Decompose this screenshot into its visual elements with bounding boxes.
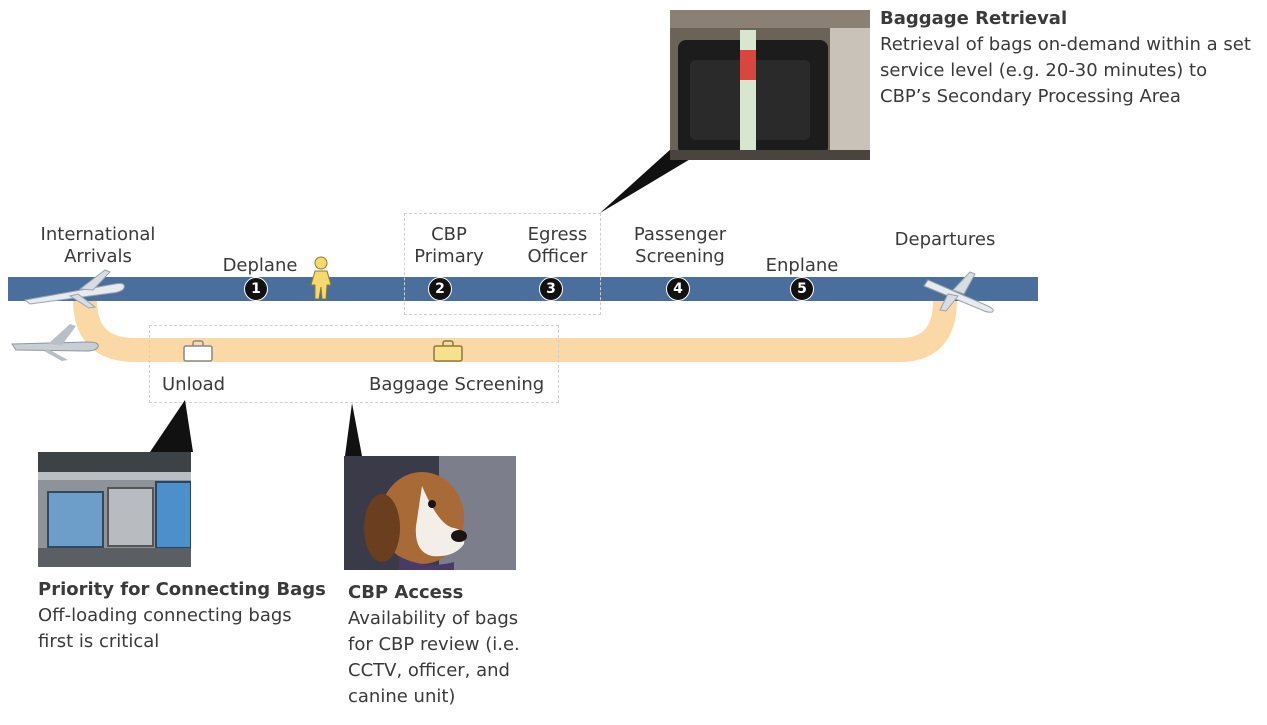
step-2-badge: 2 — [428, 277, 452, 301]
unload-label: Unload — [162, 374, 226, 395]
cbp-access-body: Availability of bags for CBP review (i.e… — [348, 608, 520, 707]
step-4-badge: 4 — [666, 277, 690, 301]
step-2-label: CBP Primary — [414, 224, 484, 267]
step-5-label: Enplane — [765, 255, 839, 276]
baggage-carts-photo — [38, 452, 191, 567]
passenger-path — [8, 277, 1038, 301]
cbp-zone-box — [404, 213, 601, 315]
baggage-retrieval-title: Baggage Retrieval — [880, 8, 1068, 29]
step-1-label: Deplane — [222, 255, 298, 276]
baggage-zone-box — [149, 325, 559, 403]
departures-label: Departures — [894, 229, 996, 250]
baggage-screening-label: Baggage Screening — [369, 374, 545, 395]
step-3-label: Egress Officer — [527, 224, 588, 267]
bags-photo — [670, 10, 870, 160]
ground-airplane-icon — [11, 324, 99, 361]
international-arrivals-label: International Arrivals — [40, 224, 156, 267]
baggage-retrieval-body: Retrieval of bags on-demand within a set… — [880, 34, 1251, 107]
step-3-badge: 3 — [539, 277, 563, 301]
priority-body: Off-loading connecting bags first is cri… — [38, 605, 292, 652]
arrival-airplane-icon — [23, 269, 125, 309]
departure-airplane-icon — [923, 271, 994, 313]
baggage-retrieval-callout: Baggage Retrieval Retrieval of bags on-d… — [880, 6, 1255, 110]
passenger-icon — [310, 256, 332, 300]
step-5-badge: 5 — [790, 277, 814, 301]
priority-callout: Priority for Connecting Bags Off-loading… — [38, 577, 328, 655]
step-4-label: Passenger Screening — [633, 224, 727, 267]
priority-title: Priority for Connecting Bags — [38, 579, 326, 600]
cbp-access-title: CBP Access — [348, 582, 464, 603]
unload-suitcase-icon — [183, 340, 213, 362]
screening-suitcase-icon — [433, 340, 463, 362]
beagle-photo — [344, 456, 516, 570]
cbp-access-callout: CBP Access Availability of bags for CBP … — [348, 580, 548, 710]
step-1-badge: 1 — [244, 277, 268, 301]
